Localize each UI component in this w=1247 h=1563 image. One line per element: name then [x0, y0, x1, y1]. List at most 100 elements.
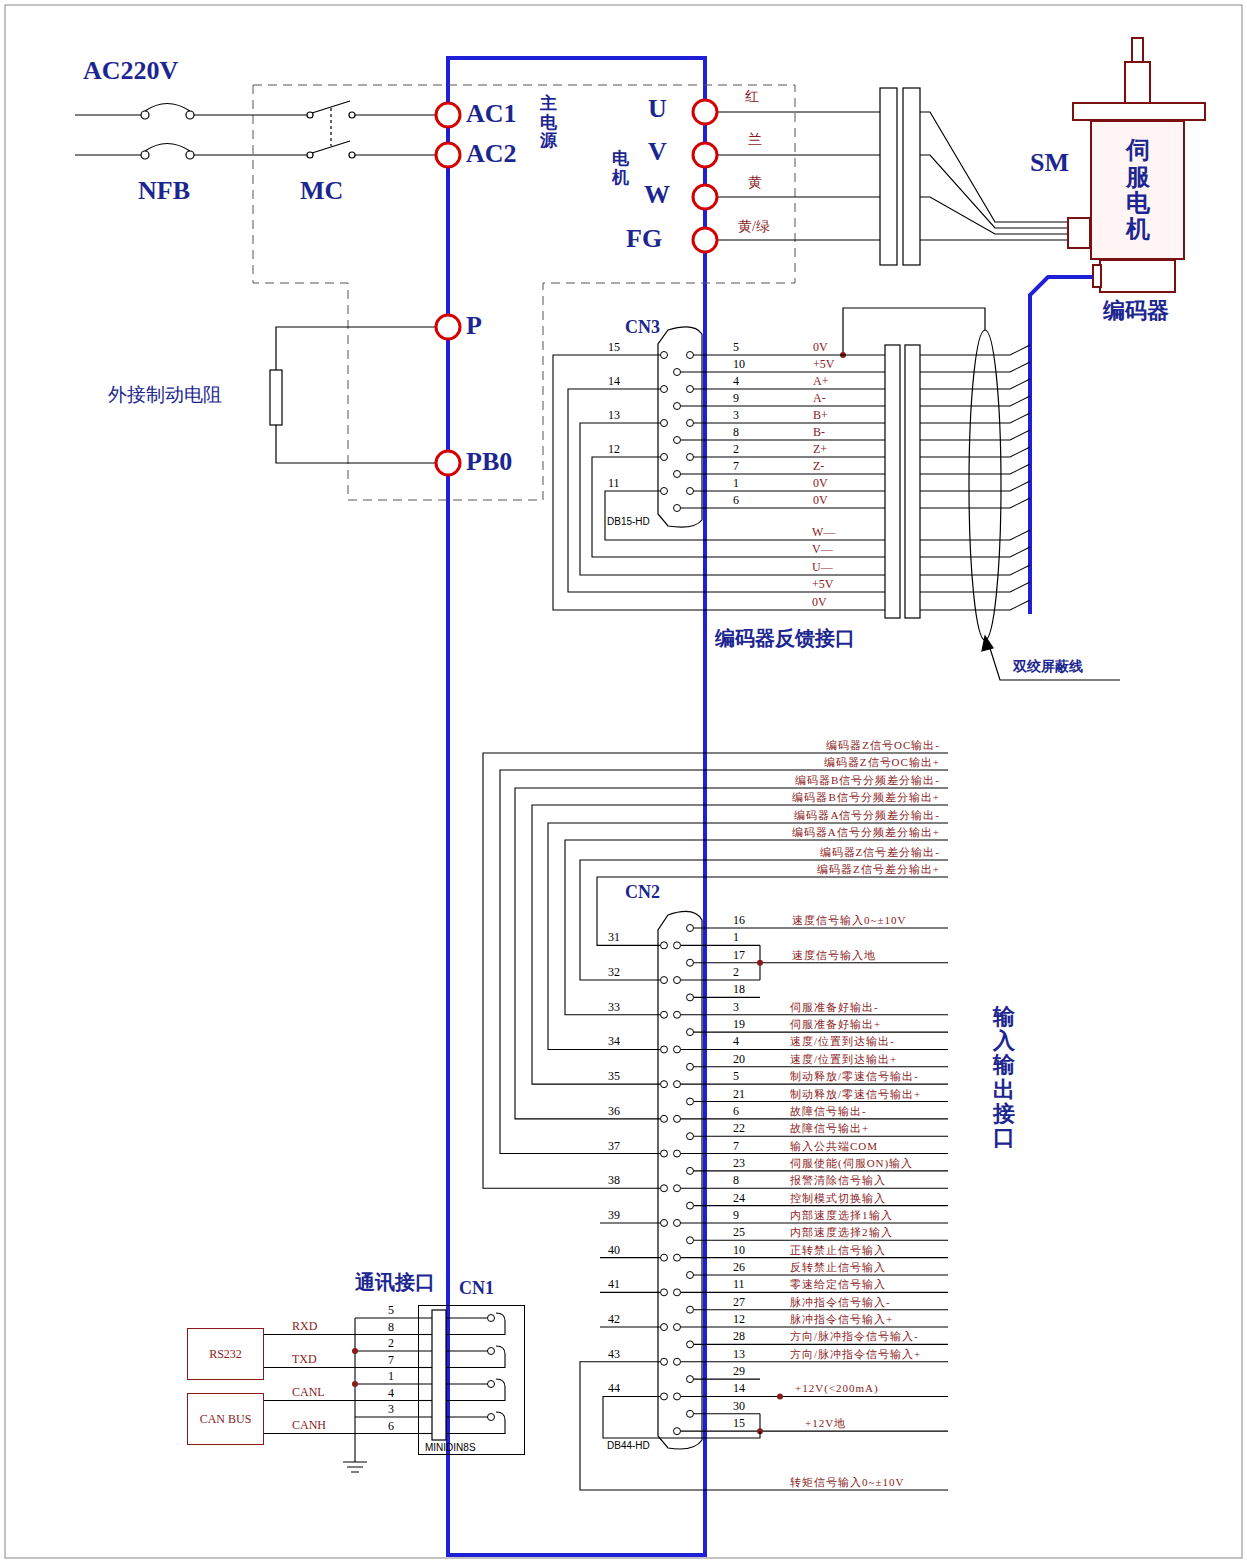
pin-socket	[674, 1358, 681, 1365]
pin-wire	[920, 547, 1030, 557]
pin-number: 9	[733, 1209, 739, 1221]
pin-wire	[418, 1334, 432, 1335]
pin-number: 8	[733, 426, 739, 438]
pin-number: 38	[608, 1174, 620, 1186]
motor-power-wiring	[903, 88, 920, 265]
signal-name: W—	[812, 526, 835, 538]
brake-resistor-wiring	[276, 327, 436, 463]
pin-number: 5	[388, 1304, 394, 1316]
pin-wire	[694, 1136, 949, 1137]
pin-socket	[687, 1029, 694, 1036]
pin-number: 27	[733, 1296, 745, 1308]
signal-name: 制动释放/零速信号输出+	[790, 1089, 921, 1100]
pin-wire	[694, 1205, 949, 1206]
pin-socket	[661, 454, 668, 461]
pin-socket	[687, 454, 694, 461]
signal-name: 故障信号输出+	[790, 1123, 869, 1134]
pin-number: 15	[608, 341, 620, 353]
pin-wire	[920, 413, 1030, 423]
signal-name: 速度信号输入地	[792, 950, 876, 961]
pin-wire	[605, 491, 885, 540]
signal-name: +12V(<200mA)	[795, 1383, 879, 1394]
pin-socket	[661, 1324, 668, 1331]
signal-name: 输入公共端COM	[790, 1141, 878, 1152]
terminal-label: NFB	[138, 178, 190, 204]
pin-number: 7	[388, 1354, 394, 1366]
pin-wire	[694, 1240, 949, 1241]
pin-wire	[694, 962, 949, 963]
signal-name: 编码器Z信号差分输出-	[820, 847, 940, 858]
pin-wire	[920, 447, 1030, 457]
pin-wire	[355, 1416, 432, 1417]
node-text: CAN BUS	[200, 1412, 252, 1427]
signal-name: +12V地	[805, 1418, 846, 1429]
pin-wire	[694, 422, 886, 423]
pin-wire	[681, 1153, 949, 1154]
pin-socket	[674, 369, 681, 376]
pin-socket	[488, 1414, 495, 1421]
pin-wire	[603, 1396, 760, 1438]
pin-socket	[687, 1306, 694, 1313]
pin-socket	[661, 1254, 668, 1261]
pin-number: 37	[608, 1140, 620, 1152]
pin-wire	[446, 1350, 488, 1351]
canbus-box: CAN BUS	[187, 1393, 264, 1445]
pin-wire	[681, 371, 886, 372]
pin-wire	[515, 788, 948, 1119]
signal-name: 0V	[813, 494, 828, 506]
pin-number: 32	[608, 966, 620, 978]
part-label: 编码器	[1103, 300, 1169, 322]
pin-number: 7	[733, 460, 739, 472]
node-text: 伺服电机	[1126, 137, 1150, 243]
pin-socket	[661, 1393, 668, 1400]
pin-wire	[681, 1118, 949, 1119]
pin-wire	[553, 355, 885, 610]
terminal-screw	[436, 315, 460, 339]
pin-wire	[694, 1413, 761, 1414]
part-label: 外接制动电阻	[108, 385, 222, 404]
pin-number: 1	[733, 477, 739, 489]
connector-type: DB44-HD	[607, 1441, 650, 1451]
pin-number: 8	[733, 1174, 739, 1186]
pin-socket	[687, 1202, 694, 1209]
pin-wire	[681, 1327, 949, 1328]
pin-wire	[354, 1318, 355, 1462]
pin-wire	[681, 507, 886, 508]
power-wiring	[145, 104, 190, 152]
pin-wire	[920, 379, 1030, 389]
pin-number: 3	[388, 1403, 394, 1415]
pin-number: 26	[733, 1261, 745, 1273]
terminal-label: V	[648, 139, 667, 165]
pin-wire	[920, 582, 1030, 592]
terminal-screw	[436, 103, 460, 127]
pin-number: 13	[733, 1348, 745, 1360]
servo-motor-drawing	[1093, 265, 1101, 287]
pin-socket	[674, 942, 681, 949]
junction-dot	[777, 1393, 783, 1399]
power-wiring	[75, 101, 436, 159]
section-title: 输入输出接口	[993, 1005, 1015, 1150]
pin-number: 7	[733, 1140, 739, 1152]
rs232-box: RS232	[187, 1328, 264, 1380]
pin-socket	[661, 1150, 668, 1157]
terminal-label: AC220V	[83, 58, 178, 84]
pin-wire	[694, 997, 761, 998]
power-wiring	[75, 154, 436, 155]
dsub-connector-shell	[432, 1310, 446, 1440]
terminal-label: AC1	[466, 101, 517, 127]
group-label: 电机	[612, 150, 629, 187]
signal-name: B+	[813, 409, 828, 421]
motor-power-wiring	[920, 239, 1068, 240]
group-label: 主电源	[540, 95, 557, 151]
signal-name: 脉冲指令信号输入-	[790, 1297, 891, 1308]
pin-wire	[418, 1367, 432, 1368]
shield-wire	[969, 330, 1001, 640]
pin-socket	[674, 1150, 681, 1157]
pin-number: 29	[733, 1365, 745, 1377]
signal-name: 编码器Z信号差分输出+	[817, 864, 940, 875]
terminal-label: AC2	[466, 141, 517, 167]
terminal-screw	[693, 143, 717, 167]
signal-name: 内部速度选择1输入	[790, 1210, 893, 1221]
signal-name: +5V	[812, 578, 833, 590]
pin-wire	[920, 396, 1030, 406]
